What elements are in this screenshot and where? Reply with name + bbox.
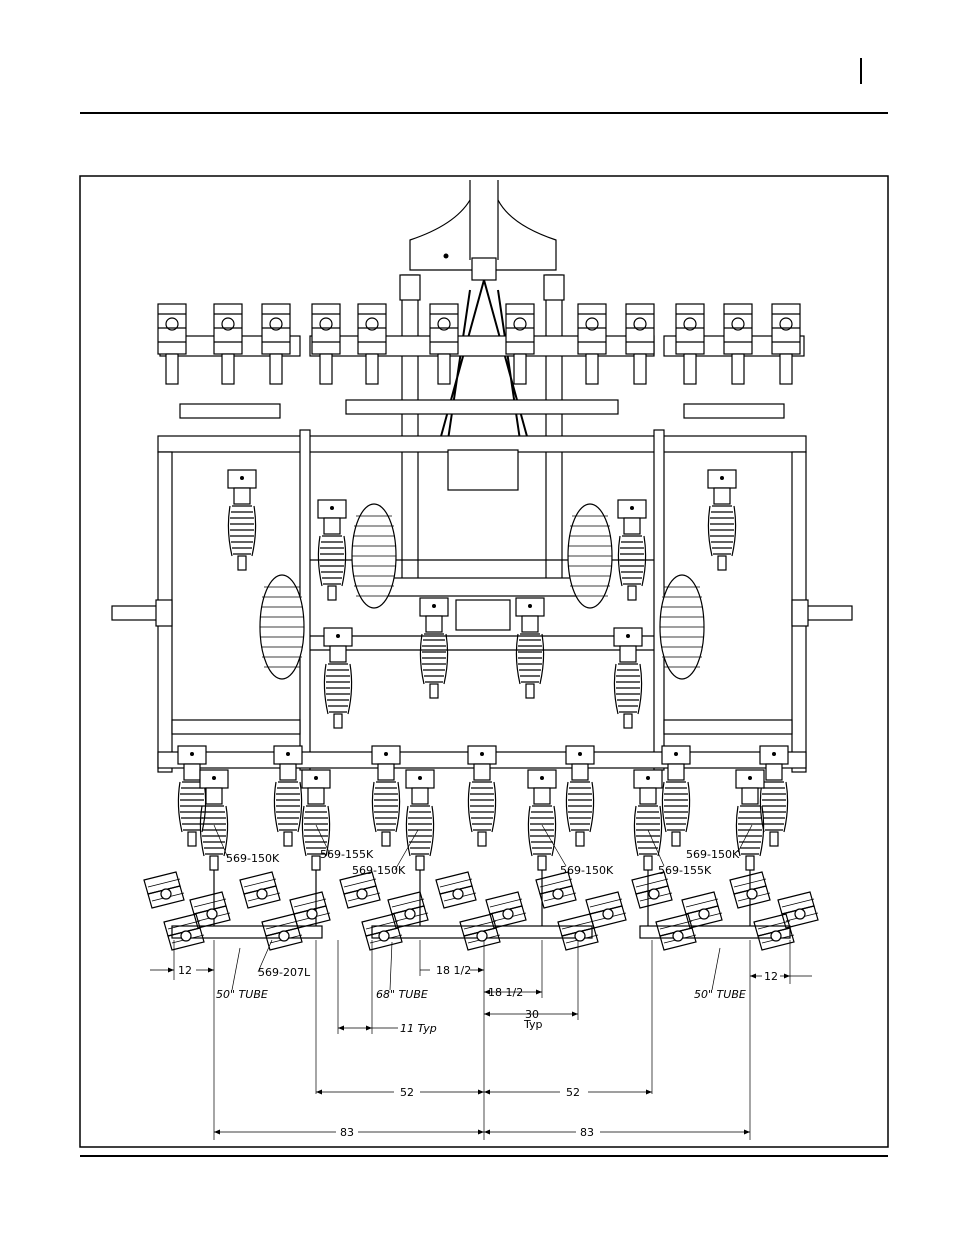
dim-18-half-upper: 18 1/2: [436, 964, 471, 977]
part-label-569-150k-3: 569-150K: [560, 864, 614, 877]
tube-label-center-68: 68" TUBE: [376, 988, 428, 1001]
front-row-units: [158, 304, 804, 418]
dim-52-right: 52: [566, 1086, 580, 1099]
part-label-569-150k-1: 569-150K: [226, 852, 280, 865]
dim-30-typ: Typ: [523, 1018, 543, 1031]
dim-18-half-lower: 18 1/2: [488, 986, 523, 999]
part-label-569-207l: 569-207L: [258, 966, 311, 979]
dim-83-left: 83: [340, 1126, 354, 1139]
harrow-arms: [214, 870, 750, 926]
tube-label-right-50: 50" TUBE: [694, 988, 746, 1001]
dim-11-typ: 11 Typ: [400, 1022, 437, 1035]
tube-label-left-50: 50" TUBE: [216, 988, 268, 1001]
part-label-569-150k-4: 569-150K: [686, 848, 740, 861]
part-label-569-155k-2: 569-155K: [658, 864, 712, 877]
dim-83-right: 83: [580, 1126, 594, 1139]
part-label-569-150k-2: 569-150K: [352, 864, 406, 877]
part-label-569-155k-1: 569-155K: [320, 848, 374, 861]
dimension-lines: [150, 940, 812, 1140]
dim-12-left: 12: [178, 964, 192, 977]
dim-52-left: 52: [400, 1086, 414, 1099]
dim-12-right: 12: [764, 970, 778, 983]
